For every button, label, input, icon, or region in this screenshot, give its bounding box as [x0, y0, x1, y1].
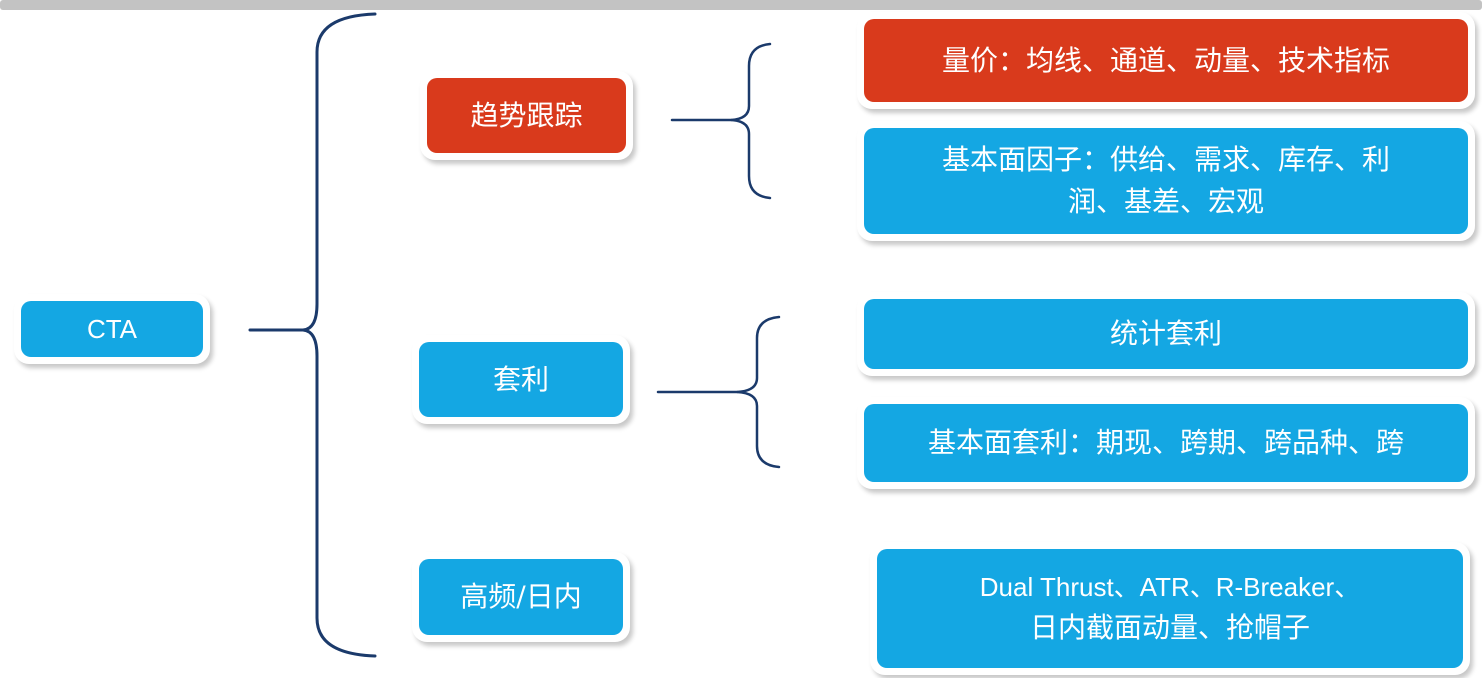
leaf-node-fundamental-factors[interactable]: 基本面因子：供给、需求、库存、利 润、基差、宏观: [857, 121, 1475, 241]
root-brace: [302, 12, 377, 658]
branch-node-trend-following[interactable]: 趋势跟踪: [420, 71, 633, 160]
leaf-node-statistical-arbitrage[interactable]: 统计套利: [857, 292, 1475, 376]
leaf-node-label-line2: 日内截面动量、抢帽子: [1029, 611, 1310, 644]
top-divider-bar: [0, 0, 1482, 10]
leaf-node-label-line1: Dual Thrust、ATR、R-Breaker、: [979, 572, 1361, 602]
root-node-label: CTA: [86, 313, 138, 344]
root-node-cta[interactable]: CTA: [14, 294, 210, 364]
leaf-node-label: 基本面套利：期现、跨期、跨品种、跨: [927, 426, 1404, 459]
trend-brace: [730, 42, 772, 200]
branch-node-label: 高频/日内: [460, 580, 582, 613]
leaf-node-label: 统计套利: [1109, 317, 1222, 350]
leaf-node-price-volume[interactable]: 量价：均线、通道、动量、技术指标: [857, 12, 1475, 109]
branch-node-hft-intraday[interactable]: 高频/日内: [412, 552, 630, 642]
branch-node-label: 套利: [492, 362, 549, 396]
leaf-node-label-line2: 润、基差、宏观: [1067, 185, 1264, 218]
branch-node-label: 趋势跟踪: [470, 98, 583, 132]
leaf-node-label: 量价：均线、通道、动量、技术指标: [941, 43, 1390, 77]
branch-node-arbitrage[interactable]: 套利: [412, 335, 630, 424]
leaf-node-intraday-strategies[interactable]: Dual Thrust、ATR、R-Breaker、 日内截面动量、抢帽子: [870, 542, 1470, 675]
leaf-node-label-line1: 基本面因子：供给、需求、库存、利: [941, 143, 1390, 176]
leaf-node-fundamental-arbitrage[interactable]: 基本面套利：期现、跨期、跨品种、跨: [857, 397, 1475, 489]
arbitrage-brace: [736, 315, 781, 469]
